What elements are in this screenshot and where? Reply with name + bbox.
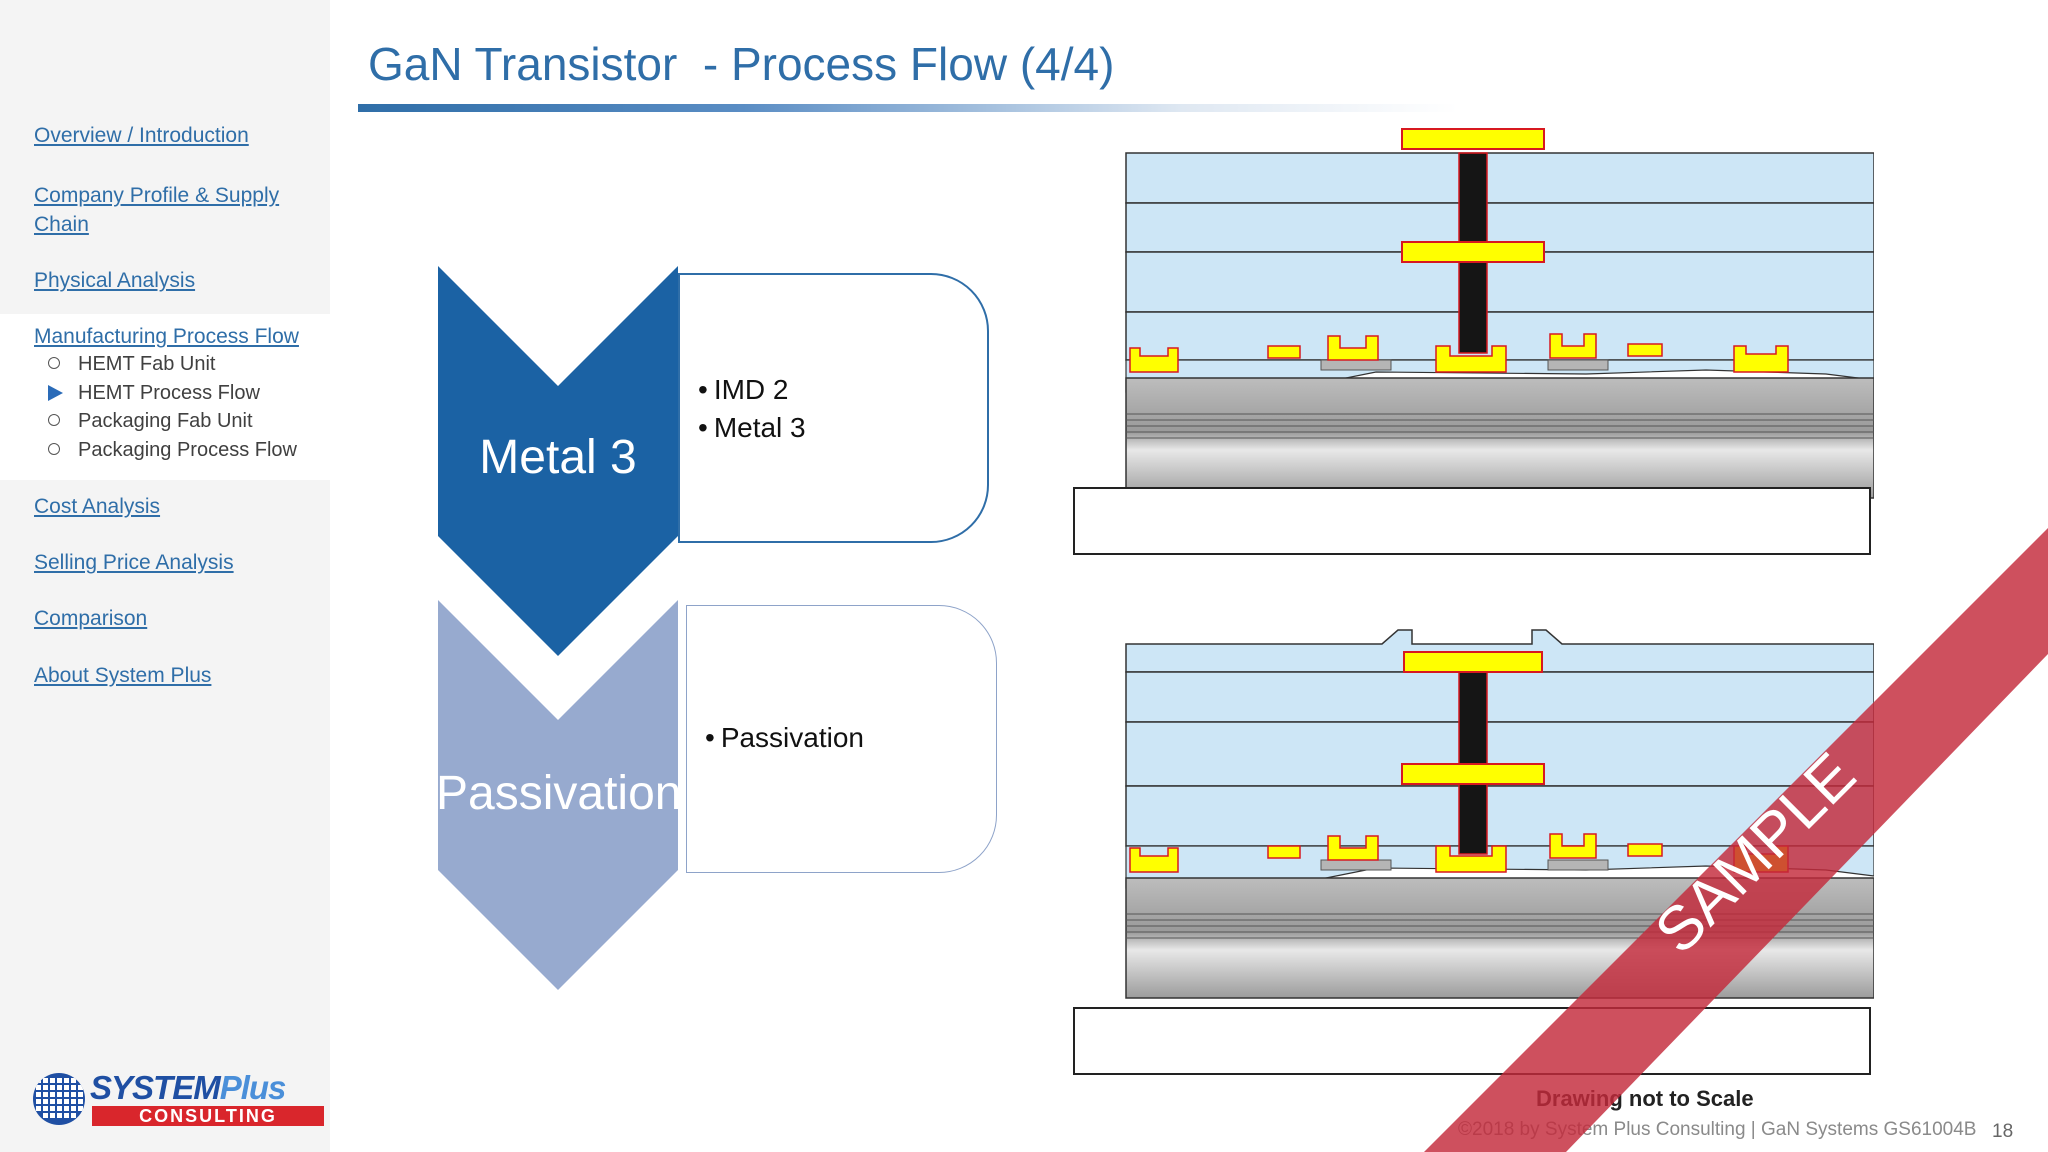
page-title: GaN Transistor - Process Flow (4/4) (368, 38, 1115, 90)
sidebar-item-overview[interactable]: Overview / Introduction (34, 124, 249, 147)
circle-bullet-icon (48, 414, 60, 426)
bullet-metal-3: Metal 3 (698, 409, 806, 447)
sidebar-item-physical-analysis[interactable]: Physical Analysis (34, 269, 196, 292)
bullet-imd-2: IMD 2 (698, 371, 806, 409)
logo-brand-text: SYSTEMPlus (90, 1069, 286, 1106)
chevron-shape (438, 600, 678, 990)
step-chevron-passivation (438, 600, 678, 990)
sidebar-item-company-profile-cont[interactable]: Chain (34, 213, 89, 236)
metal-3-pad (1401, 128, 1545, 150)
substrate-stack (1125, 377, 1874, 499)
leadframe (1073, 487, 1871, 555)
gate-pad (1547, 359, 1609, 371)
globe-logo-icon (33, 1073, 85, 1125)
gate-pad (1320, 359, 1392, 371)
substrate-stack (1125, 877, 1874, 999)
metal-3-pad-opening (1403, 651, 1543, 673)
sidebar-subitem-packaging-fab-unit[interactable]: Packaging Fab Unit (48, 408, 253, 434)
bullet-passivation: Passivation (705, 719, 864, 757)
copyright-footer: ©2018 by System Plus Consulting | GaN Sy… (1458, 1119, 1977, 1140)
sidebar-item-comparison[interactable]: Comparison (34, 607, 148, 630)
sidebar-subitem-packaging-process-flow[interactable]: Packaging Process Flow (48, 437, 297, 463)
sidebar-item-company-profile[interactable]: Company Profile & Supply (34, 184, 280, 207)
step-label-passivation: Passivation (436, 767, 682, 820)
sidebar-item-selling-price-analysis[interactable]: Selling Price Analysis (34, 551, 234, 574)
circle-bullet-icon (48, 357, 60, 369)
metal-1-features (1129, 333, 1789, 373)
sidebar: Overview / Introduction Company Profile … (0, 0, 330, 1152)
drawing-scale-caption: Drawing not to Scale (1536, 1086, 1754, 1111)
current-arrow-icon (48, 385, 63, 401)
step-details-passivation: Passivation (686, 605, 997, 873)
sidebar-item-about-system-plus[interactable]: About System Plus (34, 664, 212, 687)
company-logo: SYSTEMPlus CONSULTING (32, 1069, 324, 1126)
page-number: 18 (1992, 1121, 2014, 1142)
circle-bullet-icon (48, 443, 60, 455)
sidebar-subitem-hemt-process-flow[interactable]: HEMT Process Flow (48, 380, 260, 406)
step-label-metal-3: Metal 3 (479, 431, 637, 484)
step-details-metal-3: IMD 2 Metal 3 (678, 273, 989, 543)
logo-tagline: CONSULTING (92, 1106, 324, 1126)
sidebar-subitem-hemt-fab-unit[interactable]: HEMT Fab Unit (48, 351, 215, 377)
cross-section-passivation (1073, 629, 1874, 1075)
title-underline (358, 104, 1458, 112)
sidebar-item-manufacturing-process-flow[interactable]: Manufacturing Process Flow (34, 325, 299, 348)
sidebar-item-cost-analysis[interactable]: Cost Analysis (34, 495, 161, 518)
leadframe (1073, 1007, 1871, 1075)
metal-2-pad (1401, 763, 1545, 785)
gate-pad (1320, 859, 1392, 871)
metal-2-pad (1401, 241, 1545, 263)
gate-pad (1547, 859, 1609, 871)
chevron-shape (438, 266, 678, 656)
step-chevron-metal-3 (438, 266, 678, 656)
cross-section-metal-3 (1073, 128, 1874, 555)
